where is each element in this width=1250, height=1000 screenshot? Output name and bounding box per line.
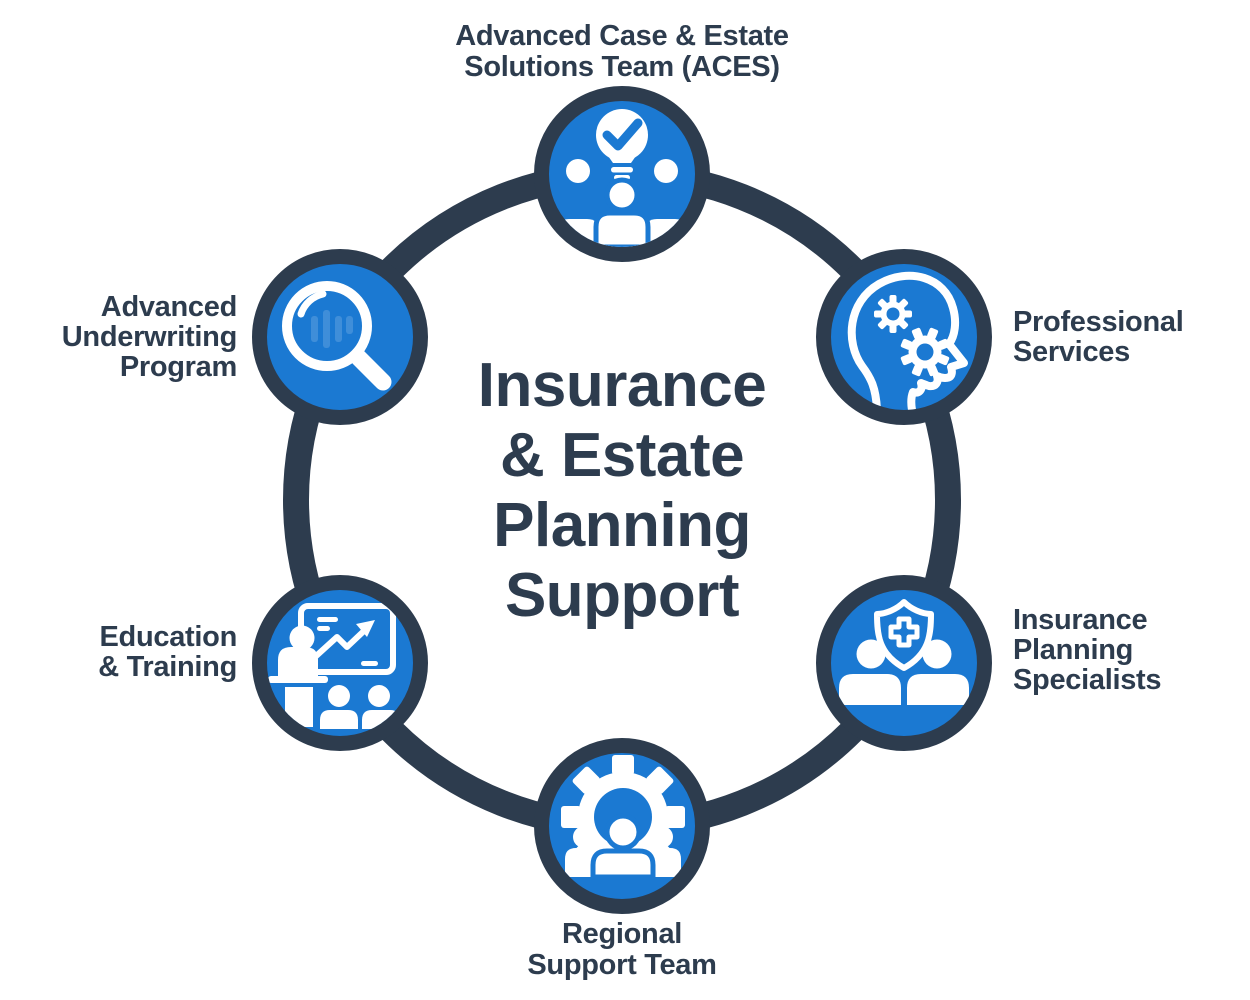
node-regional-support-team <box>534 738 710 914</box>
advanced-underwriting-label-line: Advanced <box>100 291 238 323</box>
node-advanced-underwriting <box>252 249 428 425</box>
aces-label-line: Solutions Team (ACES) <box>464 51 780 83</box>
node-insurance-planning-specialists <box>816 575 992 751</box>
professional-services-label: Professional Services <box>1013 307 1248 367</box>
gear-team-icon <box>561 755 685 880</box>
regional-support-team-label-line: Support Team <box>527 949 717 981</box>
advanced-underwriting-label-line: Program <box>119 351 237 383</box>
center-title-line: & Estate <box>499 421 745 490</box>
advanced-underwriting-label: Advanced Underwriting Program <box>7 291 238 383</box>
insurance-planning-specialists-label-line: Planning <box>1013 634 1134 666</box>
presenter-whiteboard-icon <box>268 603 400 729</box>
magnifying-glass-icon <box>282 281 392 391</box>
node-education-training <box>252 575 428 751</box>
professional-services-label-line: Services <box>1013 336 1130 368</box>
education-training-label-line: & Training <box>98 651 237 683</box>
insurance-planning-specialists-label: Insurance Planning Specialists <box>1013 605 1248 695</box>
center-title-line: Support <box>504 561 740 630</box>
aces-label-line: Advanced Case & Estate <box>455 20 789 52</box>
node-professional-services <box>816 249 992 425</box>
center-title: Insurance & Estate Planning Support <box>342 351 902 631</box>
education-training-label: Education & Training <box>17 622 237 682</box>
advanced-underwriting-label-line: Underwriting <box>61 321 238 353</box>
education-training-label-line: Education <box>99 621 238 653</box>
insurance-planning-specialists-label-line: Insurance <box>1013 604 1148 636</box>
regional-support-team-label-line: Regional <box>561 918 683 950</box>
node-aces <box>534 86 710 262</box>
lightbulb-check-team-icon <box>557 109 687 247</box>
shield-cross-team-icon <box>839 599 969 705</box>
center-title-line: Planning <box>493 491 751 560</box>
aces-label: Advanced Case & Estate Solutions Team (A… <box>362 21 882 83</box>
head-gears-icon <box>847 271 968 410</box>
insurance-planning-specialists-label-line: Specialists <box>1013 664 1162 696</box>
small-gear-icon <box>874 295 912 333</box>
professional-services-label-line: Professional <box>1013 306 1184 338</box>
large-gear-icon <box>900 327 950 377</box>
center-title-line: Insurance <box>477 351 767 420</box>
regional-support-team-label: Regional Support Team <box>452 919 792 981</box>
